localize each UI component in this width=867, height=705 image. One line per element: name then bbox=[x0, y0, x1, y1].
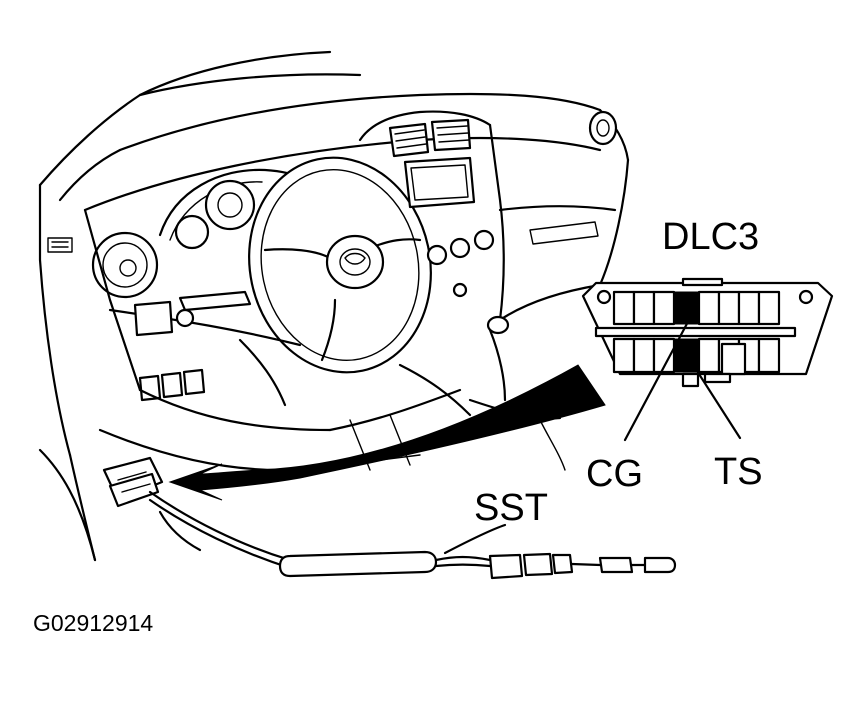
leader-line-ts bbox=[688, 358, 742, 440]
lower-pin-row bbox=[612, 337, 781, 374]
label-sst: SST bbox=[474, 487, 548, 529]
mount-hole-right bbox=[798, 289, 814, 305]
mount-hole-left bbox=[596, 289, 612, 305]
leader-line-cg bbox=[623, 316, 692, 442]
upper-pin-row bbox=[612, 290, 781, 326]
label-cg: CG bbox=[586, 453, 643, 495]
dlc3-connector-detail bbox=[581, 277, 834, 388]
dashboard-illustration bbox=[38, 50, 630, 562]
pin-cg-upper bbox=[673, 291, 700, 325]
label-ts: TS bbox=[714, 451, 763, 493]
label-dlc3: DLC3 bbox=[662, 216, 759, 258]
figure-id: G02912914 bbox=[33, 610, 153, 636]
sst-tool bbox=[102, 456, 677, 580]
pointing-arrow bbox=[168, 364, 606, 501]
